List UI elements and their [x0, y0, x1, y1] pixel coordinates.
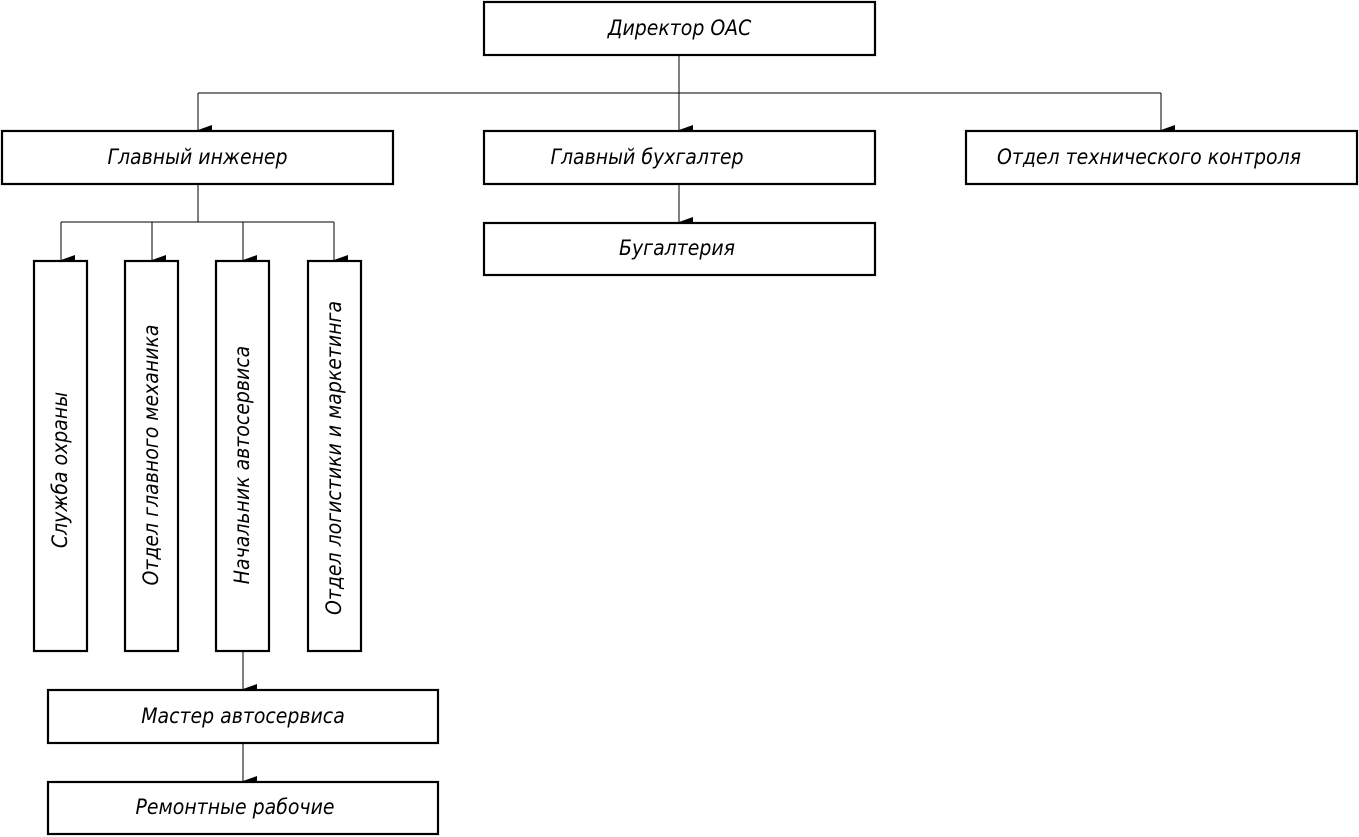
chief-engineer-label: Главный инженер [107, 145, 287, 169]
autoservice-master-node: Мастер автосервиса [46, 688, 440, 745]
director-node: Директор ОАС [482, 0, 877, 57]
autoservice-head-label: Начальник автосервиса [230, 346, 254, 584]
director-box [482, 0, 877, 57]
technical-control-box [964, 129, 1359, 186]
repair-workers-box [46, 780, 440, 836]
chief-engineer-box [0, 129, 395, 186]
chief-engineer-node: Главный инженер [0, 129, 395, 186]
chief-mechanic-label: Отдел главного механика [139, 324, 163, 585]
autoservice-master-box [46, 688, 440, 745]
autoservice-head-box [214, 259, 271, 653]
chief-mechanic-node: Отдел главного механика [123, 259, 180, 653]
logistics-marketing-label: Отдел логистики и маркетинга [322, 301, 346, 615]
director-label: Директор ОАС [607, 16, 752, 40]
connectors-engineer-departments [60, 184, 348, 265]
connectors-level-1 [197, 55, 1175, 135]
technical-control-node: Отдел технического контроля [964, 129, 1359, 186]
repair-workers-node: Ремонтные рабочие [46, 780, 440, 836]
logistics-marketing-node: Отдел логистики и маркетинга [306, 259, 363, 653]
chief-accountant-label: Главный бухгалтер [550, 145, 743, 169]
autoservice-master-label: Мастер автосервиса [141, 704, 345, 728]
repair-workers-label: Ремонтные рабочие [136, 795, 335, 819]
chief-accountant-node: Главный бухгалтер [482, 129, 877, 186]
technical-control-label: Отдел технического контроля [997, 145, 1301, 169]
security-box [32, 259, 89, 653]
accounting-node: Бугалтерия [482, 221, 877, 277]
chief-mechanic-box [123, 259, 180, 653]
autoservice-head-node: Начальник автосервиса [214, 259, 271, 653]
chief-accountant-box [482, 129, 877, 186]
accounting-label: Бугалтерия [619, 236, 735, 260]
security-label: Служба охраны [48, 392, 72, 548]
accounting-box [482, 221, 877, 277]
security-node: Служба охраны [32, 259, 89, 653]
logistics-marketing-box [306, 259, 363, 653]
